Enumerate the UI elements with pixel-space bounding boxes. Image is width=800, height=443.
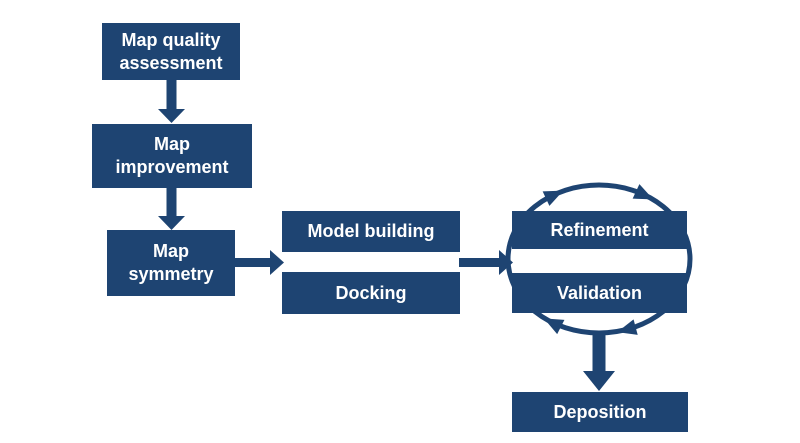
node-label: assessment: [119, 52, 223, 73]
node-label: Refinement: [550, 219, 649, 240]
node-label: improvement: [115, 157, 229, 177]
node-label: Docking: [335, 282, 407, 303]
node-label: Validation: [556, 282, 643, 303]
node-label: Model building: [307, 221, 435, 241]
node-map-symmetry: Map symmetry: [107, 230, 235, 296]
node-validation: Validation: [512, 273, 687, 313]
node-model-building: Model building: [282, 211, 460, 252]
node-refinement: Refinement: [512, 211, 687, 249]
arrow-cycle-to-deposition: [583, 332, 615, 391]
node-label: Deposition: [553, 401, 647, 422]
node-deposition: Deposition: [512, 392, 688, 432]
arrow-map-improvement-to-map-symmetry: [158, 188, 185, 230]
node-map-quality-assessment: Map quality assessment: [102, 23, 240, 80]
refinement-validation-cycle-icon: [505, 182, 693, 336]
node-label: Map: [153, 241, 189, 261]
arrow-map-quality-to-map-improvement: [158, 79, 185, 123]
node-docking: Docking: [282, 272, 460, 314]
node-label: Map: [154, 134, 190, 154]
arrow-model-building-to-refinement: [459, 250, 513, 275]
node-label: symmetry: [128, 264, 214, 284]
node-map-improvement: Map improvement: [92, 124, 252, 188]
arrow-map-symmetry-to-model-building: [235, 250, 284, 275]
node-label: Map quality: [121, 29, 221, 50]
